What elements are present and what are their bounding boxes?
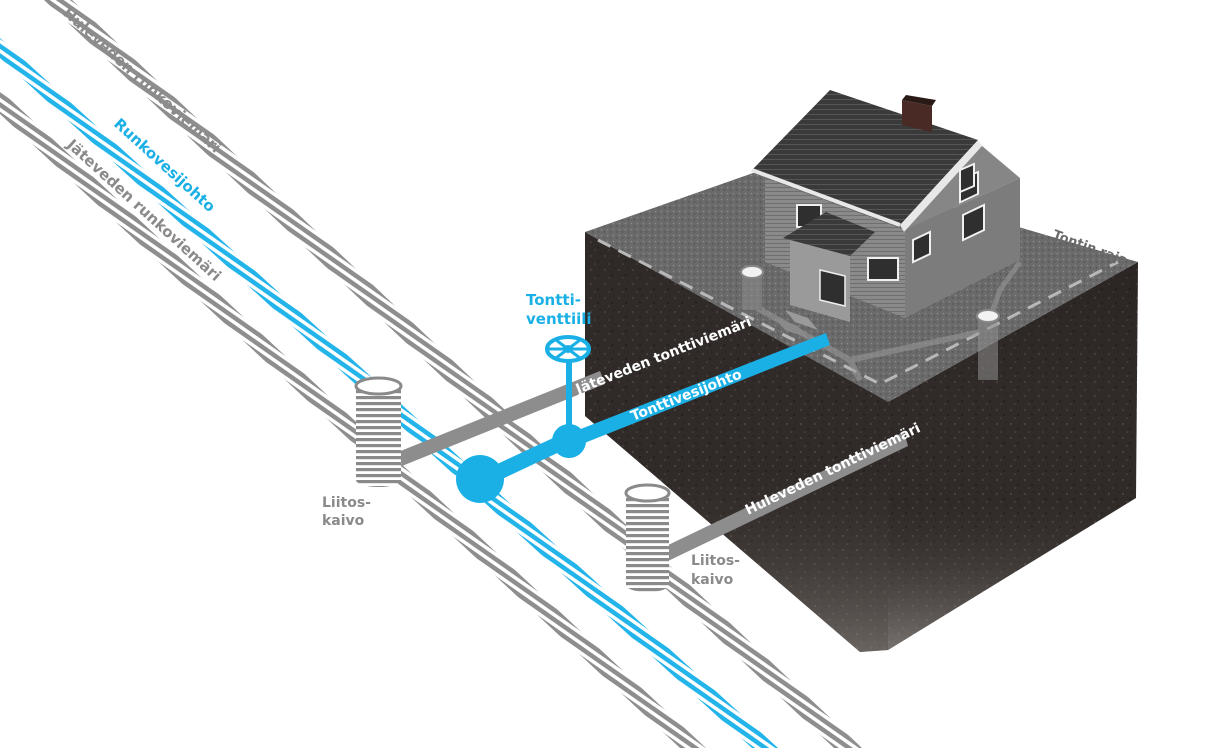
manhole-left xyxy=(354,376,403,487)
plot-block xyxy=(585,160,1138,652)
label-manhole-left-line2: kaivo xyxy=(322,513,365,529)
plot-manhole-right-top xyxy=(976,309,1000,323)
plot-boundary-line xyxy=(597,238,1119,386)
water-junction-small xyxy=(552,424,586,458)
label-plot-valve-line2: venttiili xyxy=(526,310,592,328)
house xyxy=(751,90,1020,338)
water-plot-pipe-far xyxy=(568,333,830,448)
manhole-right xyxy=(624,483,671,592)
wastewater-plot-pipe xyxy=(398,371,605,466)
water-junction-large xyxy=(456,455,504,503)
plot-manhole-left-top xyxy=(740,265,764,279)
water-plot-connection xyxy=(456,333,830,503)
label-manhole-right-line1: Liitos- xyxy=(691,553,740,569)
label-plot-valve-line1: Tontti- xyxy=(526,291,581,309)
stormwater-plot-pipe xyxy=(664,432,908,561)
plot-valve-wheel xyxy=(545,335,591,363)
label-manhole-right-line2: kaivo xyxy=(691,572,734,588)
label-manhole-left-line1: Liitos- xyxy=(322,495,371,511)
plot-connection-pipes xyxy=(398,371,908,561)
wastewater-main-pipe xyxy=(0,90,706,748)
valve-stem xyxy=(566,356,572,440)
